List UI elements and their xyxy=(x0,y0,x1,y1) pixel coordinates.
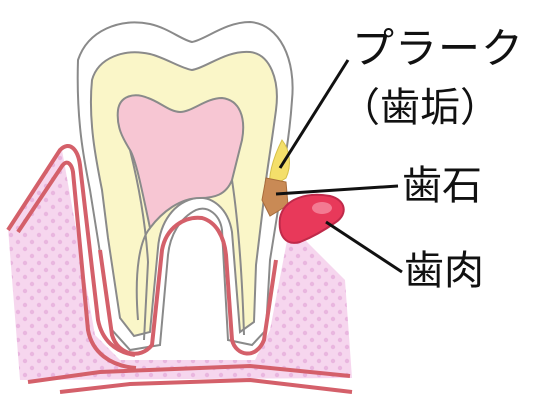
swollen-gum-highlight xyxy=(312,202,332,214)
leader-calculus xyxy=(276,186,398,194)
gum-base-line-2 xyxy=(60,380,352,392)
label-plaque-sub: （歯垢） xyxy=(340,88,500,128)
label-plaque: プラーク xyxy=(352,28,524,70)
swollen-gum xyxy=(280,195,344,243)
label-gum: 歯肉 xyxy=(404,251,484,291)
label-calculus: 歯石 xyxy=(402,166,482,206)
leader-gum xyxy=(326,222,402,272)
